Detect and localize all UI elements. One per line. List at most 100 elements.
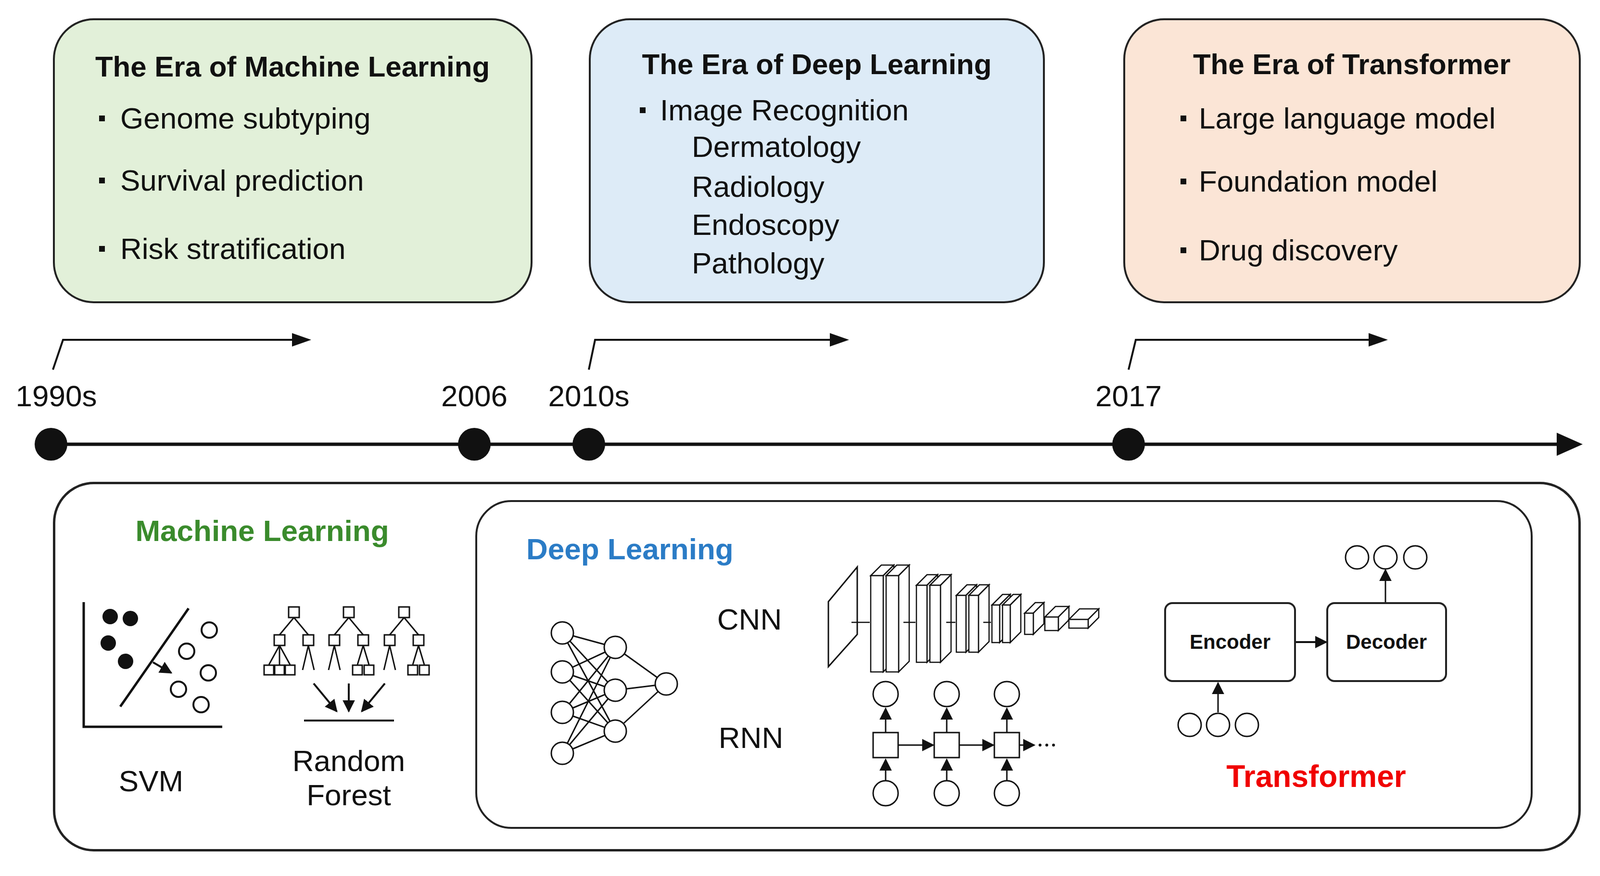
cnn-block-front [929, 584, 941, 662]
tree-branch [418, 645, 425, 665]
timeline-arrowhead [1556, 432, 1583, 456]
rnn-arrow [1019, 744, 1035, 746]
tree-node [352, 664, 363, 675]
tree-node [274, 634, 285, 646]
cnn-block-front [956, 595, 966, 652]
method-panel: Machine LearningSVMRandom ForestDeep Lea… [52, 481, 1581, 851]
token-circle [1206, 712, 1230, 737]
token-circle [1403, 545, 1427, 569]
nn-edge [562, 689, 616, 753]
rnn-arrow [946, 708, 948, 733]
nn-neuron [551, 660, 574, 683]
rnn-cell [994, 732, 1020, 758]
era-arrowhead [829, 332, 850, 347]
rnn-ellipsis-dot [1052, 743, 1055, 747]
era-arrow [52, 339, 297, 370]
tree-node [357, 634, 369, 646]
svm-point [178, 643, 195, 659]
rnn-arrow [946, 759, 948, 781]
cnn-flow [903, 621, 916, 623]
forest-baseline [304, 719, 394, 722]
token-arrow [1217, 682, 1220, 712]
rnn-arrow [898, 744, 934, 746]
tree-branch [268, 645, 280, 665]
nn-neuron [604, 719, 627, 742]
cnn-block-front [1024, 612, 1034, 635]
tree-branch [348, 617, 364, 635]
rnn-cell [934, 732, 960, 758]
rnn-input [873, 780, 899, 806]
encoder-box: Encoder [1164, 601, 1296, 682]
rnn-arrow [1006, 759, 1008, 781]
bullet-mark [99, 245, 105, 252]
era-box: The Era of Machine LearningGenome subtyp… [52, 18, 533, 304]
bullet-item: Genome subtyping [120, 101, 371, 136]
node-text: Transformer [1226, 758, 1406, 795]
tree-branch [334, 617, 349, 635]
tree-branch [357, 645, 364, 665]
cnn-block-front [886, 575, 899, 672]
cnn-block-front [1044, 616, 1059, 631]
cnn-flow [946, 621, 956, 623]
token-circle [1178, 712, 1202, 737]
year-label: 2006 [441, 378, 508, 413]
tree-branch [412, 645, 419, 665]
forest-arrow [361, 683, 385, 712]
node-text: Machine Learning [135, 513, 389, 548]
era-arrow [588, 339, 835, 370]
bullet-item: Foundation model [1198, 164, 1438, 199]
cnn-block-front [1068, 619, 1089, 628]
bullet-mark [99, 177, 105, 184]
tree-branch [279, 617, 294, 635]
bullet-mark [1180, 115, 1187, 122]
decoder-box: Decoder [1326, 601, 1448, 682]
tree-branch [279, 645, 291, 665]
era-arrowhead [292, 332, 312, 347]
cnn-block-side [1058, 606, 1069, 631]
bullet-mark [1180, 178, 1187, 185]
cnn-flow [851, 621, 870, 623]
year-label: 2017 [1095, 378, 1162, 413]
tree-branch [302, 645, 309, 670]
cnn-block-front [991, 604, 1000, 643]
era-arrow [1128, 339, 1374, 370]
tree-node [407, 664, 418, 675]
bullet-mark [1180, 247, 1187, 254]
era-heading: The Era of Deep Learning [642, 47, 992, 81]
flow-arrow [1295, 640, 1327, 643]
svm-arrow [152, 661, 172, 673]
rnn-arrow [885, 708, 887, 733]
tree-branch [404, 617, 419, 635]
nn-neuron [604, 635, 627, 659]
cnn-flow [983, 621, 991, 623]
node-text: SVM [118, 763, 184, 798]
cnn-block-side [940, 574, 952, 662]
timeline-dot [34, 427, 68, 461]
timeline-dot [572, 427, 606, 461]
timeline-dot [1112, 427, 1145, 461]
cnn-block-side [1010, 594, 1021, 643]
bullet-item: Survival prediction [120, 163, 365, 198]
bullet-item: Large language model [1198, 101, 1496, 136]
svm-point [201, 622, 217, 638]
tree-branch [389, 617, 405, 635]
node-text: Encoder [1189, 630, 1271, 654]
bullet-item: Drug discovery [1198, 232, 1398, 267]
tree-node [413, 634, 424, 646]
tree-branch [389, 645, 396, 670]
token-circle [1235, 712, 1259, 737]
tree-node [288, 606, 300, 618]
tree-node [343, 606, 355, 618]
node-text: RNN [718, 720, 784, 755]
node-text: Pathology [691, 245, 825, 280]
cnn-block-front [968, 595, 979, 652]
svm-point [117, 653, 134, 669]
node-text: CNN [717, 601, 782, 636]
tree-node [419, 664, 430, 675]
cnn-block-side [1033, 602, 1044, 635]
nn-neuron [551, 621, 574, 644]
cnn-block-front [870, 575, 884, 672]
cnn-block-side [1088, 608, 1099, 628]
token-circle [1373, 545, 1397, 569]
token-circle [1345, 545, 1369, 569]
